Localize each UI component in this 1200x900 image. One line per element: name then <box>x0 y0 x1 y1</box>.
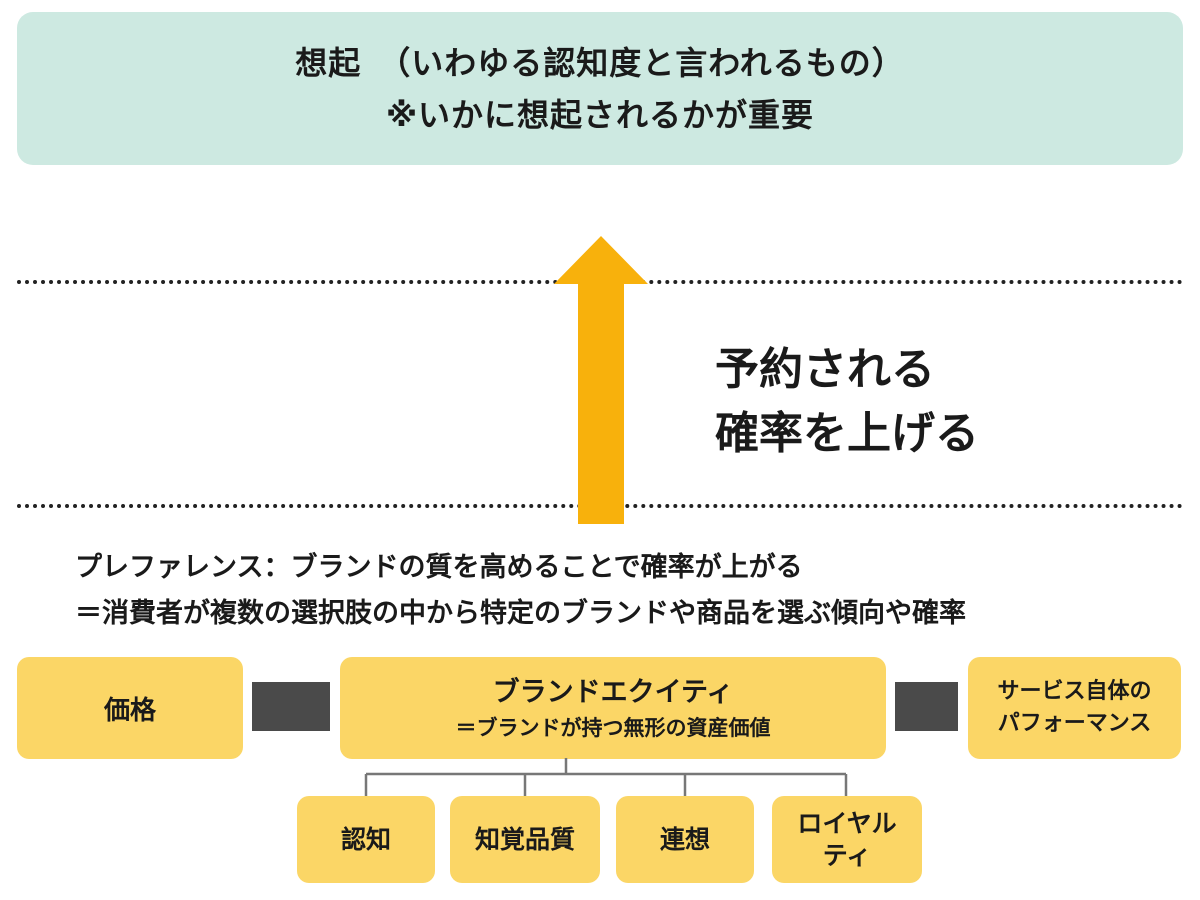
component-label: 認知 <box>340 824 391 854</box>
arrow-label-line1: 予約される <box>715 344 935 395</box>
preference-line2: ＝消費者が複数の選択肢の中から特定のブランドや商品を選ぶ傾向や確率 <box>75 598 966 629</box>
component-label: 連想 <box>659 824 710 854</box>
price-box: 価格 <box>17 657 243 759</box>
arrow-label: 予約される 確率を上げる <box>715 338 979 466</box>
component-perceived-quality: 知覚品質 <box>450 796 600 883</box>
recall-note: ※いかに想起されるかが重要 <box>385 95 815 134</box>
component-awareness: 認知 <box>297 796 435 883</box>
service-line2: パフォーマンス <box>997 711 1152 736</box>
preference-description: プレファレンス：ブランドの質を高めることで確率が上がる ＝消費者が複数の選択肢の… <box>75 545 966 637</box>
brand-equity-title: ブランドエクイティ <box>492 677 734 708</box>
brand-equity-subtitle: ＝ブランドが持つ無形の資産価値 <box>455 716 771 740</box>
left-connector <box>252 682 330 731</box>
service-line1: サービス自体の <box>997 679 1152 704</box>
right-connector <box>895 682 958 731</box>
component-label-cont: ティ <box>822 840 872 870</box>
recall-title: 想起 （いわゆる認知度と言われるもの） <box>295 43 905 82</box>
equity-tree-lines <box>364 758 848 798</box>
up-arrow-icon <box>554 236 648 524</box>
component-label: ロイヤル <box>797 808 897 838</box>
preference-line1: プレファレンス：ブランドの質を高めることで確率が上がる <box>75 552 803 583</box>
price-label: 価格 <box>103 695 156 726</box>
recall-box: 想起 （いわゆる認知度と言われるもの） ※いかに想起されるかが重要 <box>17 12 1183 165</box>
component-label: 知覚品質 <box>474 824 575 854</box>
service-performance-box: サービス自体の パフォーマンス <box>968 657 1181 759</box>
component-association: 連想 <box>616 796 754 883</box>
arrow-label-line2: 確率を上げる <box>715 408 979 459</box>
component-loyalty: ロイヤル ティ <box>772 796 922 883</box>
brand-equity-box: ブランドエクイティ ＝ブランドが持つ無形の資産価値 <box>340 657 886 759</box>
